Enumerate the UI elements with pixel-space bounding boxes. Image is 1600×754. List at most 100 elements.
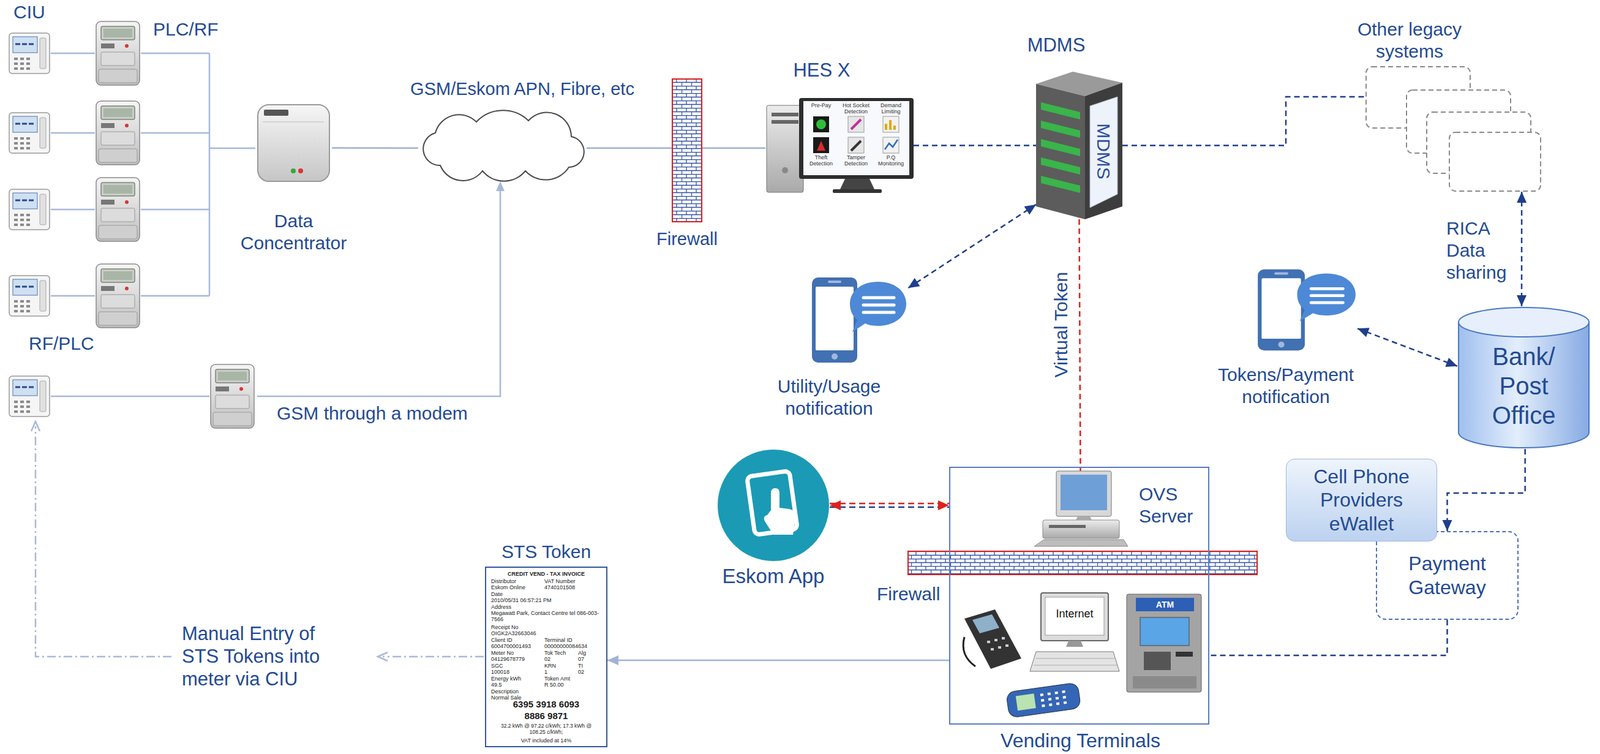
smart-meter: [96, 177, 140, 242]
connector: [1209, 619, 1448, 656]
pos-terminal: [972, 614, 1000, 634]
smart-meter: [96, 101, 140, 165]
node-label: STS Token: [478, 540, 614, 563]
internet-pc: [1033, 658, 1117, 665]
node-label: Description: [491, 688, 519, 695]
screen-label: Pre-Pay: [804, 102, 838, 109]
node-label: VAT Number: [544, 578, 576, 585]
mobile-handset: [1006, 682, 1082, 718]
ciu-device: [9, 33, 50, 417]
screen-label: P.Q Monitoring: [874, 154, 908, 168]
node-label: Token Amt: [544, 675, 571, 682]
phone-notification-shape: [1255, 267, 1358, 353]
connector: [1516, 191, 1527, 307]
edge-label: RICA Data sharing: [1446, 217, 1515, 284]
mobile-handset: [1040, 691, 1067, 707]
smart-meter: [96, 263, 140, 328]
legacy-systems-shape: [1366, 66, 1541, 192]
phone-notification: Utility/Usage notification: [809, 275, 909, 365]
network-cloud-shape: [423, 110, 585, 181]
mobile-handset: [1006, 682, 1082, 718]
note-label: Manual Entry of STS Tokens into meter vi…: [181, 622, 351, 691]
pos-terminal: [963, 636, 976, 667]
node-label: 04129678779: [491, 655, 525, 662]
legacy-systems-shape: [1365, 66, 1542, 192]
payment-gateway: Payment Gateway: [1375, 530, 1519, 620]
head-end-server-shape: [766, 97, 914, 193]
link-label: RF/PLC: [28, 332, 95, 355]
data-concentrator-shape: [255, 102, 332, 184]
sign-label: ATM: [1135, 599, 1195, 610]
bank-database-shape: [1458, 307, 1589, 448]
internet-pc: [1029, 651, 1120, 672]
connector: [331, 147, 419, 149]
node-label: 100018: [491, 668, 510, 675]
edge-label: Virtual Token: [1050, 271, 1073, 378]
atm-machine: [1132, 676, 1197, 689]
node-label: HES X: [760, 58, 883, 82]
connector: [829, 500, 950, 511]
node-label: Alg: [578, 649, 586, 656]
screen-label: Tamper Detection: [839, 154, 873, 168]
node-label: Date: [491, 590, 503, 598]
screen-label: Hot Socket Detection: [839, 102, 873, 116]
firewall-band: [908, 551, 1258, 575]
screen-label: Internet: [1045, 607, 1105, 621]
meter-bus-wires: [50, 53, 501, 397]
node-label: 02: [578, 668, 585, 675]
app-icon-shape: [717, 448, 830, 562]
ciu-device: [9, 275, 50, 316]
ciu-device: [9, 33, 50, 74]
arrow-head: [1445, 357, 1458, 367]
link-label: PLC/RF: [153, 18, 219, 41]
node-label: 1: [544, 668, 548, 675]
connector: [913, 145, 1037, 146]
ovs-server-shape: [1034, 470, 1128, 547]
internet-pc: [1066, 640, 1084, 647]
node-label: Meter No: [491, 649, 514, 656]
node-label: Eskom App: [692, 563, 855, 589]
smart-meter: [96, 21, 140, 86]
connector-line: [607, 659, 950, 662]
atm-machine: [1175, 651, 1193, 657]
node-label: GSM/Eskom APN, Fibre, etc: [399, 78, 645, 100]
node-label: Client ID: [491, 636, 513, 643]
network-cloud: GSM/Eskom APN, Fibre, etc: [418, 107, 587, 184]
node-label: OVS Server: [1138, 483, 1208, 528]
ciu-device: [9, 189, 50, 230]
connector-line: [1357, 328, 1458, 367]
app-icon-shape: [717, 449, 830, 561]
smart-meter: [210, 364, 255, 429]
bank-database: Bank/ Post Office: [1457, 306, 1591, 449]
ciu-device: [9, 375, 50, 417]
connector: [1357, 327, 1458, 367]
node-label: Data Concentrator: [229, 210, 358, 255]
arrow-head: [1516, 295, 1527, 307]
phone-notification-shape: [811, 277, 907, 363]
arrow-head: [829, 500, 841, 511]
node-label: Tok Tech: [544, 649, 566, 656]
arrow-head: [1357, 327, 1370, 337]
app-icon: Eskom App: [717, 448, 830, 562]
node-label: Address: [491, 603, 512, 610]
node-label: Firewall: [634, 228, 740, 250]
ewallet-box: Cell Phone Providers eWallet: [1285, 458, 1438, 542]
vending-group: Vending TerminalsOVS Server: [949, 466, 1210, 725]
node-label: 6004700001493: [491, 642, 531, 650]
connector: [702, 147, 766, 149]
node-label: Energy kWh: [491, 675, 522, 682]
open-arrow-head: [31, 421, 40, 432]
device-label: CIU: [13, 1, 46, 24]
connector: [1442, 448, 1526, 531]
meter-bus-wires: [140, 53, 256, 296]
atm-machine: [1140, 617, 1190, 646]
arrow-head: [1024, 204, 1037, 215]
node-label: 8886 9871: [486, 710, 607, 721]
internet-pc: [1045, 597, 1105, 635]
mdms-server-shape: [1036, 71, 1123, 220]
legacy-systems: Other legacy systems: [1365, 66, 1542, 192]
node-label: OIGK2A32663046: [491, 630, 537, 637]
connector-line: [702, 146, 766, 149]
firewall-shape: [671, 78, 703, 223]
